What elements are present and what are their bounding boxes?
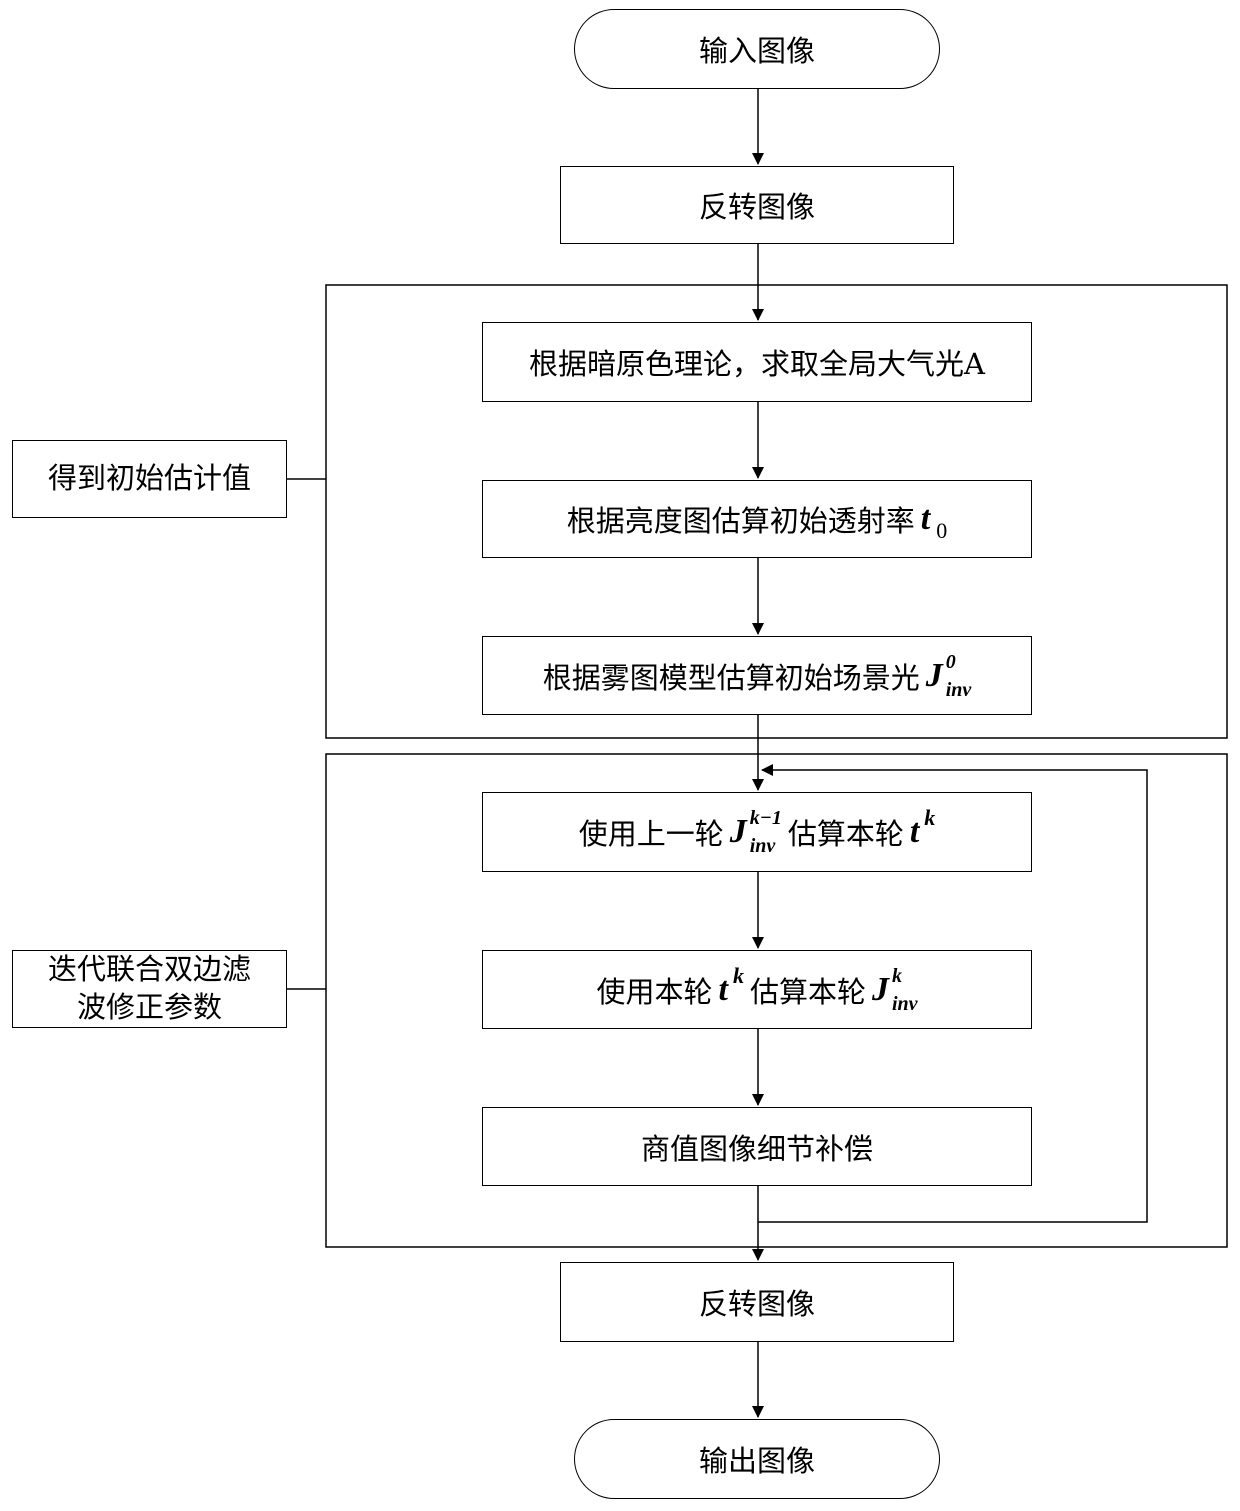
group-frame-iterative	[325, 753, 1228, 1248]
scene-light-symbol: J	[925, 656, 943, 694]
previous-scene-light-scripts: k−1 inv	[750, 808, 782, 856]
group-label-iterative-line2: 波修正参数	[76, 990, 222, 1024]
current-scene-light-subscript: inv	[891, 992, 918, 1015]
current-scene-light-scripts: k inv	[892, 966, 918, 1014]
initial-scene-light-step-text: 根据雾图模型估算初始场景光	[542, 660, 920, 695]
initial-transmission-step: 根据亮度图估算初始透射率 t 0	[482, 480, 1032, 558]
transmission-subscript: 0	[936, 518, 948, 543]
iter-transmission-symbol: t	[718, 970, 728, 1008]
current-scene-light-superscript: k	[891, 964, 902, 987]
group-label-initial: 得到初始估计值	[12, 440, 287, 518]
iter-transmission-superscript: k	[732, 962, 744, 988]
current-transmission-symbol: t	[909, 813, 920, 850]
scene-light-subscript: inv	[945, 678, 972, 701]
group-frame-initial	[325, 284, 1228, 739]
current-scene-light-symbol: J	[871, 970, 889, 1008]
invert-image-final-step: 反转图像	[560, 1262, 954, 1342]
estimate-scene-light-prefix: 使用本轮	[596, 974, 713, 1009]
atmospheric-light-step: 根据暗原色理论，求取全局大气光A	[482, 322, 1032, 402]
atmospheric-light-step-text: 根据暗原色理论，求取全局大气光A	[529, 347, 985, 381]
previous-scene-light-symbol: J	[729, 813, 747, 850]
current-transmission-superscript: k	[924, 805, 936, 830]
group-label-iterative-line1: 迭代联合双边滤	[47, 952, 251, 987]
invert-image-step-text: 反转图像	[698, 190, 815, 224]
previous-scene-light-superscript: k−1	[749, 807, 782, 829]
estimate-transmission-step: 使用上一轮 J k−1 inv 估算本轮 t k	[482, 792, 1032, 872]
initial-scene-light-step: 根据雾图模型估算初始场景光 J 0 inv	[482, 636, 1032, 715]
invert-image-step: 反转图像	[560, 166, 954, 244]
start-node: 输入图像	[574, 9, 940, 89]
previous-scene-light-subscript: inv	[749, 835, 776, 857]
detail-compensation-step-text: 商值图像细节补偿	[640, 1131, 873, 1166]
group-label-iterative: 迭代联合双边滤 波修正参数	[12, 950, 287, 1028]
invert-image-final-step-text: 反转图像	[698, 1287, 815, 1321]
group-label-initial-text: 得到初始估计值	[47, 461, 251, 496]
feedback-loop	[758, 764, 1148, 1223]
end-node-text: 输出图像	[698, 1444, 815, 1478]
detail-compensation-step: 商值图像细节补偿	[482, 1107, 1032, 1186]
initial-transmission-step-text: 根据亮度图估算初始透射率	[566, 504, 915, 538]
estimate-scene-light-step: 使用本轮 t k 估算本轮 J k inv	[482, 950, 1032, 1029]
scene-light-superscript: 0	[945, 650, 956, 673]
estimate-transmission-mid: 估算本轮	[787, 817, 904, 851]
estimate-scene-light-mid: 估算本轮	[749, 974, 866, 1009]
estimate-transmission-prefix: 使用上一轮	[578, 817, 724, 851]
transmission-symbol: t	[920, 500, 931, 537]
end-node: 输出图像	[574, 1419, 940, 1499]
start-node-text: 输入图像	[698, 34, 815, 68]
scene-light-scripts: 0 inv	[946, 652, 972, 700]
